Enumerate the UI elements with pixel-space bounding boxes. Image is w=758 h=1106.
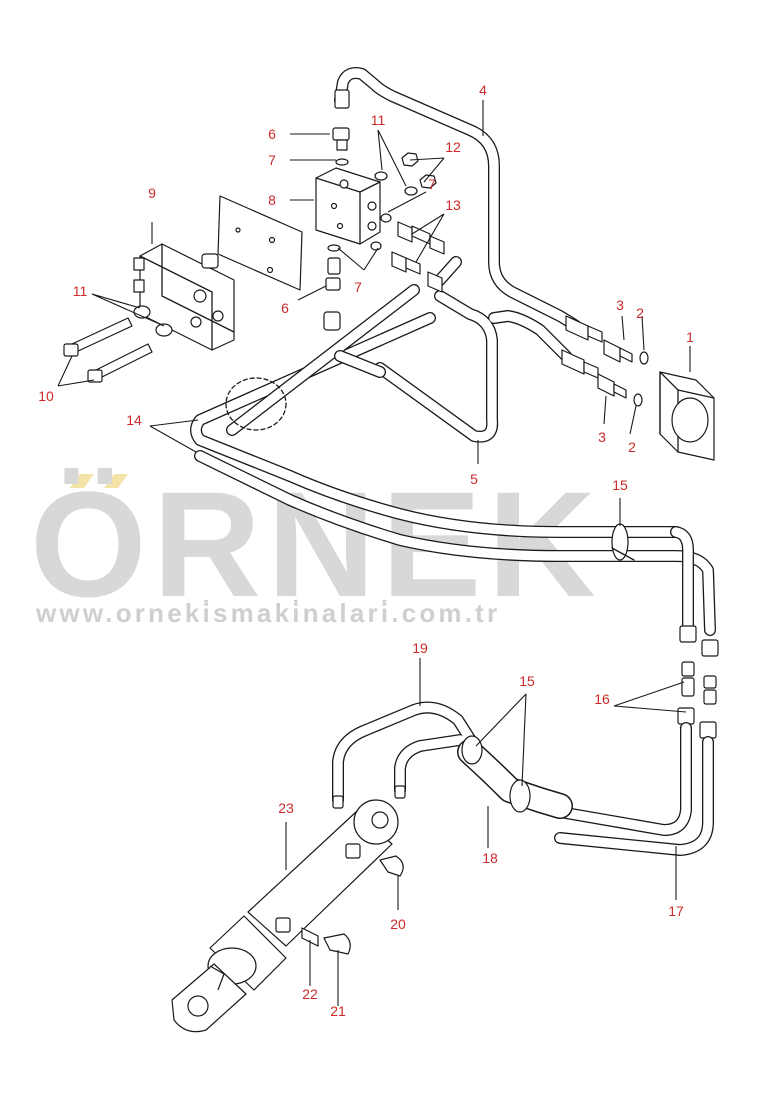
- callout-23: 23: [278, 800, 294, 816]
- callout-8: 8: [268, 192, 276, 208]
- callout-12: 12: [445, 139, 461, 155]
- fitting-6-lower: [323, 244, 341, 331]
- callout-7-b: 7: [428, 176, 436, 192]
- callout-5: 5: [470, 471, 478, 487]
- callout-14: 14: [126, 412, 142, 428]
- pressure-switch-assembly: [561, 315, 715, 461]
- pipe-4: [334, 67, 582, 332]
- gasket-plate: [217, 195, 303, 291]
- elbow-fittings: [275, 843, 404, 955]
- watermark-accent: [70, 474, 128, 488]
- callout-7-c: 7: [354, 279, 362, 295]
- callout-4: 4: [479, 82, 487, 98]
- callout-17: 17: [668, 903, 684, 919]
- adapters-13: [391, 221, 445, 293]
- pipe-5: [374, 256, 572, 443]
- hose-19: [332, 701, 478, 806]
- callout-19: 19: [412, 640, 428, 656]
- callout-6-upper: 6: [268, 126, 276, 142]
- callout-2-upper: 2: [636, 305, 644, 321]
- protective-sleeve-18: [457, 735, 573, 819]
- leader-lines: [57, 100, 691, 1006]
- watermark-url-text: www.orneki̇smaki̇nalari̇.com.tr: [35, 598, 500, 628]
- callout-16: 16: [594, 691, 610, 707]
- hose-17: [554, 722, 714, 856]
- callout-1: 1: [686, 329, 694, 345]
- callout-11-left: 11: [73, 283, 88, 299]
- hose-end-fitting: [332, 795, 344, 809]
- callout-7-a: 7: [268, 152, 276, 168]
- valve-block: [315, 167, 381, 245]
- callout-15-lower: 15: [519, 673, 535, 689]
- control-valve-9: [133, 243, 235, 351]
- hose-end-fitting: [394, 785, 406, 799]
- callout-21: 21: [330, 1003, 346, 1019]
- callout-22: 22: [302, 986, 318, 1002]
- fitting-6-upper: [332, 89, 350, 166]
- callout-13: 13: [445, 197, 461, 213]
- callout-6-lower: 6: [281, 300, 289, 316]
- callout-11-top: 11: [371, 112, 386, 128]
- hydraulic-cylinder-23: [171, 799, 399, 1033]
- callout-2-lower: 2: [628, 439, 636, 455]
- pipe-14: [190, 284, 716, 636]
- callout-3-lower: 3: [598, 429, 606, 445]
- callout-15-upper: 15: [612, 477, 628, 493]
- callout-labels: 1 2 2 3 3 4 5 6 6 7 7 7 8 9 10 11 11 12 …: [38, 82, 694, 1019]
- callout-10: 10: [38, 388, 54, 404]
- callout-20: 20: [390, 916, 406, 932]
- callout-9: 9: [148, 185, 156, 201]
- callout-18: 18: [482, 850, 498, 866]
- callout-3-upper: 3: [616, 297, 624, 313]
